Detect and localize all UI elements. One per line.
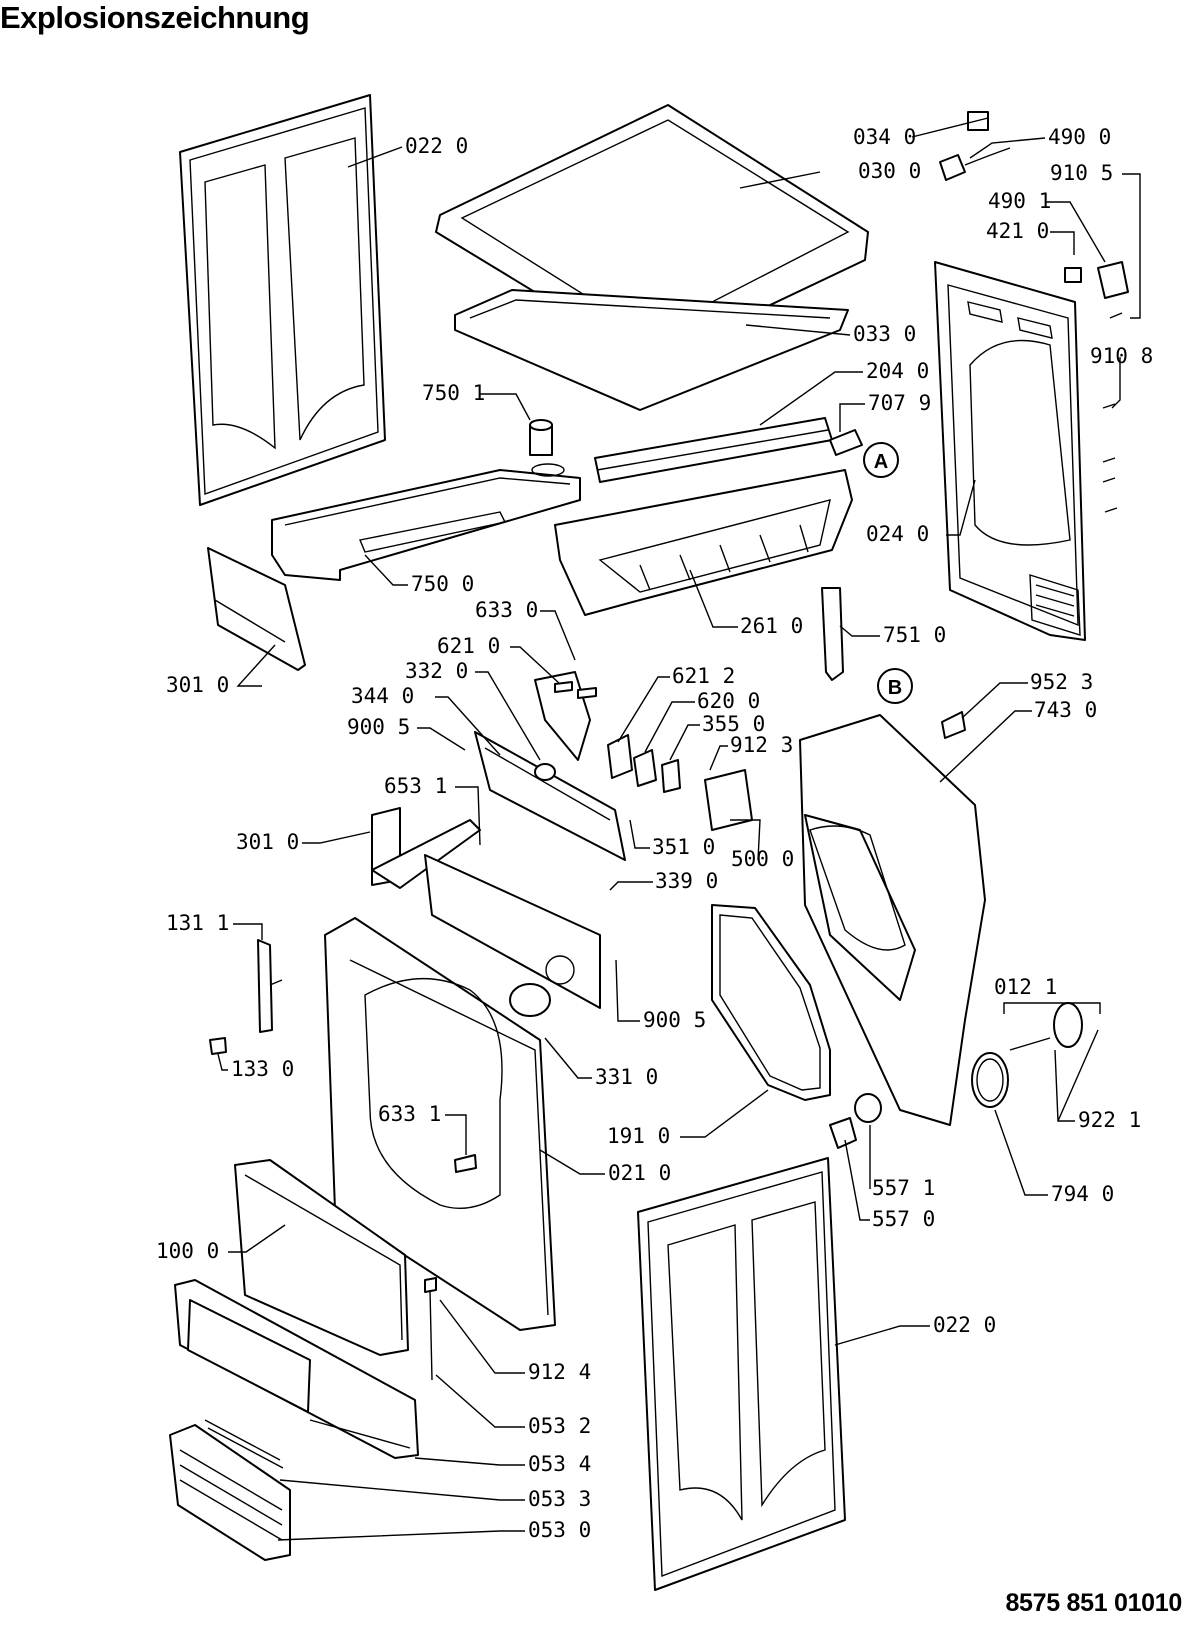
part-label: 421 0	[986, 219, 1049, 243]
rail	[594, 417, 833, 483]
part-label: 621 2	[672, 664, 735, 688]
power-cable	[939, 147, 1011, 181]
part-label: 012 1	[994, 975, 1057, 999]
pump-parts	[829, 1093, 882, 1149]
part-label: 557 1	[872, 1176, 935, 1200]
part-label: 900 5	[347, 715, 410, 739]
door	[234, 1159, 409, 1356]
latch-633-1	[454, 1154, 477, 1173]
part-label: 022 0	[933, 1313, 996, 1337]
part-label: 204 0	[866, 359, 929, 383]
part-label: 912 4	[528, 1360, 591, 1384]
part-label: 301 0	[236, 830, 299, 854]
hinge-pin	[209, 1037, 227, 1055]
screws-rear	[1102, 312, 1123, 513]
reference-marker-b: B	[877, 668, 913, 704]
door-lock	[257, 939, 283, 1033]
part-label: 490 0	[1048, 125, 1111, 149]
part-label: 922 1	[1078, 1108, 1141, 1132]
leader-lines	[217, 117, 1141, 1541]
control-panel	[424, 854, 601, 1009]
sensor-part	[829, 429, 863, 456]
front-panel	[324, 917, 556, 1331]
part-label: 750 0	[411, 572, 474, 596]
part-label: 339 0	[655, 869, 718, 893]
part-label: 355 0	[702, 712, 765, 736]
part-label: 743 0	[1034, 698, 1097, 722]
part-label: 910 5	[1050, 161, 1113, 185]
part-labels: 022 0 030 0 034 0 490 0 910 5 490 1 421 …	[156, 125, 1153, 1542]
part-label: 331 0	[595, 1065, 658, 1089]
temperature-sensor	[941, 711, 966, 739]
part-label: 301 0	[166, 673, 229, 697]
base-tray	[554, 469, 853, 616]
part-label: 344 0	[351, 684, 414, 708]
door-seal	[711, 904, 831, 1101]
part-label: 030 0	[858, 159, 921, 183]
part-label: 053 3	[528, 1487, 591, 1511]
part-label: 053 2	[528, 1414, 591, 1438]
part-label: 133 0	[231, 1057, 294, 1081]
part-label: 053 0	[528, 1518, 591, 1542]
bearing-shield	[799, 714, 986, 1126]
part-label: 261 0	[740, 614, 803, 638]
part-label: 053 4	[528, 1452, 591, 1476]
part-label: 034 0	[853, 125, 916, 149]
part-label: 794 0	[1051, 1182, 1114, 1206]
part-label: 750 1	[422, 381, 485, 405]
part-label: 490 1	[988, 189, 1051, 213]
marker-a-label: A	[874, 451, 888, 473]
knob-small	[534, 763, 556, 781]
rear-panel	[934, 261, 1086, 641]
ventilation-grille	[169, 1424, 291, 1561]
part-label: 022 0	[405, 134, 468, 158]
part-label: 620 0	[697, 689, 760, 713]
cable-strip	[204, 1419, 284, 1469]
part-label: 131 1	[166, 911, 229, 935]
part-label: 653 1	[384, 774, 447, 798]
part-label: 024 0	[866, 522, 929, 546]
part-label: 100 0	[156, 1239, 219, 1263]
cover-plate	[454, 289, 849, 411]
filter-cup	[529, 419, 553, 456]
side-panel-left	[179, 94, 386, 506]
control-board	[474, 731, 626, 861]
part-label: 910 8	[1090, 344, 1153, 368]
part-label: 912 3	[730, 733, 793, 757]
part-label: 500 0	[731, 847, 794, 871]
program-knob	[509, 983, 551, 1017]
part-label: 900 5	[643, 1008, 706, 1032]
part-label: 751 0	[883, 623, 946, 647]
reference-marker-a: A	[863, 442, 899, 478]
document-number: 8575 851 01010	[1005, 1589, 1182, 1617]
small-switches	[554, 681, 753, 831]
interference-filter	[1064, 261, 1129, 299]
foot-screw	[424, 1277, 437, 1381]
part-label: 952 3	[1030, 670, 1093, 694]
part-label: 033 0	[853, 322, 916, 346]
fan-wheel	[1009, 1002, 1083, 1051]
drawer-frame	[371, 807, 481, 889]
part-label: 707 9	[868, 391, 931, 415]
drive-ring	[971, 1052, 1009, 1108]
drawer-cover-upper	[207, 547, 306, 671]
page-title: Explosionszeichnung	[0, 0, 310, 35]
part-label: 557 0	[872, 1207, 935, 1231]
part-label: 633 0	[475, 598, 538, 622]
marker-b-label: B	[888, 677, 902, 699]
part-label: 191 0	[607, 1124, 670, 1148]
switch-module	[534, 671, 591, 761]
air-duct	[821, 587, 844, 681]
housing-condenser	[271, 463, 581, 581]
lower-panel	[174, 1279, 419, 1459]
part-label: 351 0	[652, 835, 715, 859]
part-label: 621 0	[437, 634, 500, 658]
side-panel-right	[637, 1157, 846, 1591]
part-label: 633 1	[378, 1102, 441, 1126]
part-label: 332 0	[405, 659, 468, 683]
part-label: 021 0	[608, 1161, 671, 1185]
